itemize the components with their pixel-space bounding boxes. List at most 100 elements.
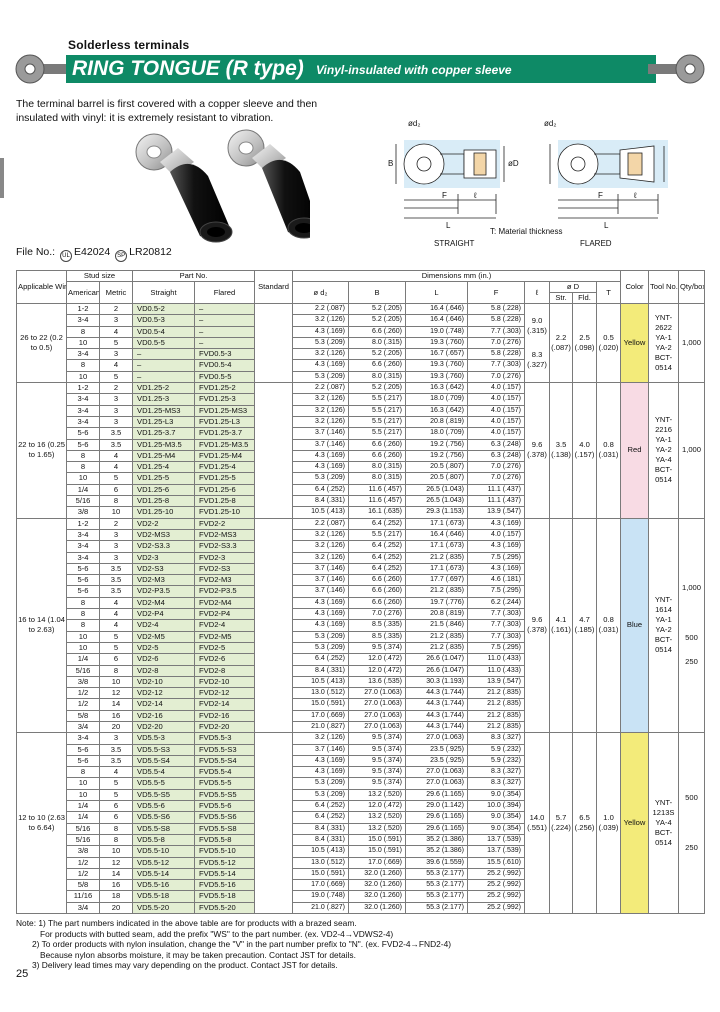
label-f-right: F <box>598 191 603 200</box>
cell-l: 16.4 (.646) <box>405 528 469 542</box>
cell-part-flared: FVD1.25-M4 <box>193 449 256 463</box>
cell-b: 8.5 (.335) <box>348 619 407 632</box>
cell-metric: 3 <box>99 404 133 417</box>
cell-b: 32.0 (1.260) <box>348 890 407 903</box>
cell-f: 7.7 (.303) <box>467 608 526 621</box>
cell-b: 8.0 (.315) <box>348 472 407 485</box>
spacer <box>526 336 548 350</box>
th-dims: Dimensions mm (in.) <box>292 270 622 282</box>
th-wire: Applicable Wire AWG(mm²) <box>16 270 67 304</box>
cell-american: 3-4 <box>66 551 100 564</box>
cell-metric: 12 <box>99 856 133 869</box>
cell-part-flared: FVD1.25-M3.5 <box>193 438 256 451</box>
cell-part-straight: VD5.5-16 <box>132 879 195 892</box>
cell-american: 10 <box>66 788 100 802</box>
cell-f: 5.9 (.232) <box>467 743 526 756</box>
cell-american: 5/16 <box>66 822 100 835</box>
cell-f: 7.7 (.303) <box>467 630 526 643</box>
cell-american: 8 <box>66 596 100 610</box>
cell-f: 5.8 (.228) <box>467 314 526 327</box>
cell-part-flared: FVD2-8 <box>193 664 256 677</box>
cell-l2: 9.6 (.378) <box>524 517 551 734</box>
cell-part-straight: VD2-2 <box>132 517 195 530</box>
cell-d2: 5.3 (.209) <box>292 370 350 384</box>
cell-metric: 16 <box>99 709 133 722</box>
th-tool: Tool No. <box>648 270 680 304</box>
cell-b: 7.0 (.276) <box>348 608 407 621</box>
cell-american: 8 <box>66 359 100 372</box>
cell-f: 21.2 (.835) <box>467 687 526 700</box>
cell-b: 32.0 (1.260) <box>348 901 407 915</box>
label-b: B <box>388 159 393 168</box>
cell-color: Yellow <box>620 732 650 915</box>
cell-american: 1/4 <box>66 653 100 666</box>
cell-metric: 14 <box>99 867 133 881</box>
cell-b: 6.4 (.252) <box>348 562 407 576</box>
cell-part-flared: – <box>193 325 256 338</box>
cell-metric: 10 <box>99 675 133 689</box>
cell-b: 6.4 (.252) <box>348 551 407 564</box>
cell-d2: 4.3 (.169) <box>292 359 350 372</box>
cell-b: 8.5 (.335) <box>348 630 407 643</box>
cell-metric: 3 <box>99 551 133 564</box>
cell-b: 5.5 (.217) <box>348 528 407 542</box>
cell-tool-list: YNT-2622 YA-1 YA-2 BCT-0514 <box>654 313 673 373</box>
cell-b: 6.6 (.260) <box>348 449 407 463</box>
cell-american: 3-4 <box>66 528 100 542</box>
cell-d2: 10.5 (.413) <box>292 506 350 519</box>
cell-qty: 1,000 <box>678 382 706 519</box>
cell-part-flared: FVD1.25-2 <box>193 382 256 395</box>
cell-b: 27.0 (1.063) <box>348 687 407 700</box>
cell-f: 7.0 (.276) <box>467 370 526 384</box>
cell-d2: 15.0 (.591) <box>292 867 350 881</box>
cell-l: 19.3 (.760) <box>405 336 469 350</box>
side-tab-marker <box>0 158 4 198</box>
cell-l: 16.3 (.642) <box>405 404 469 417</box>
cell-tool: YNT-1614 YA-1 YA-2 BCT-0514 <box>648 517 680 734</box>
cell-standard <box>254 302 294 384</box>
cell-b: 13.6 (.535) <box>348 675 407 689</box>
cell-part-flared: FVD5.5-S6 <box>193 811 256 824</box>
cell-l: 55.3 (2.177) <box>405 890 469 903</box>
cell-l: 29.6 (1.165) <box>405 811 469 824</box>
cell-part-straight: VD2-14 <box>132 698 195 711</box>
cell-part-straight: VD5.5-3 <box>132 732 195 745</box>
th-straight: Straight <box>132 281 195 304</box>
cell-part-flared: FVD5.5-5 <box>193 777 256 790</box>
cell-d2: 5.3 (.209) <box>292 777 350 790</box>
cell-b: 12.0 (.472) <box>348 664 407 677</box>
cell-f: 15.5 (.610) <box>467 856 526 869</box>
cell-l: 21.2 (.835) <box>405 551 469 564</box>
cell-f: 9.0 (.354) <box>467 788 526 802</box>
cell-b: 9.5 (.374) <box>348 743 407 756</box>
cell-part-straight: VD1.25-8 <box>132 495 195 508</box>
cell-l: 44.3 (1.744) <box>405 698 469 711</box>
cell-part-flared: FVD2-P3.5 <box>193 585 256 598</box>
cell-d2: 6.4 (.252) <box>292 800 350 813</box>
cell-part-flared: FVD2-16 <box>193 709 256 722</box>
cell-d2: 4.3 (.169) <box>292 461 350 474</box>
label-straight: STRAIGHT <box>434 239 475 248</box>
cell-part-straight: VD1.25-4 <box>132 461 195 474</box>
label-od2-right: ød₂ <box>544 119 556 128</box>
cell-l2-value: 8.3 (.327) <box>527 350 547 370</box>
cell-b: 9.5 (.374) <box>348 641 407 655</box>
notes: Note: 1) The part numbers indicated in t… <box>16 918 451 971</box>
cell-t: 0.5 (.020) <box>596 302 622 384</box>
cell-d2: 5.3 (.209) <box>292 788 350 802</box>
cell-t: 0.8 (.031) <box>596 517 622 734</box>
spacer <box>680 803 703 843</box>
cell-d-str: 2.2 (.087) <box>549 302 574 384</box>
cell-american: 5/16 <box>66 664 100 677</box>
cell-part-straight: VD5.5-14 <box>132 867 195 881</box>
cell-part-straight: VD1.25-M4 <box>132 449 195 463</box>
cell-american: 1/4 <box>66 800 100 813</box>
cell-metric: 3 <box>99 528 133 542</box>
cell-d2: 3.7 (.146) <box>292 562 350 576</box>
cell-american: 10 <box>66 777 100 790</box>
